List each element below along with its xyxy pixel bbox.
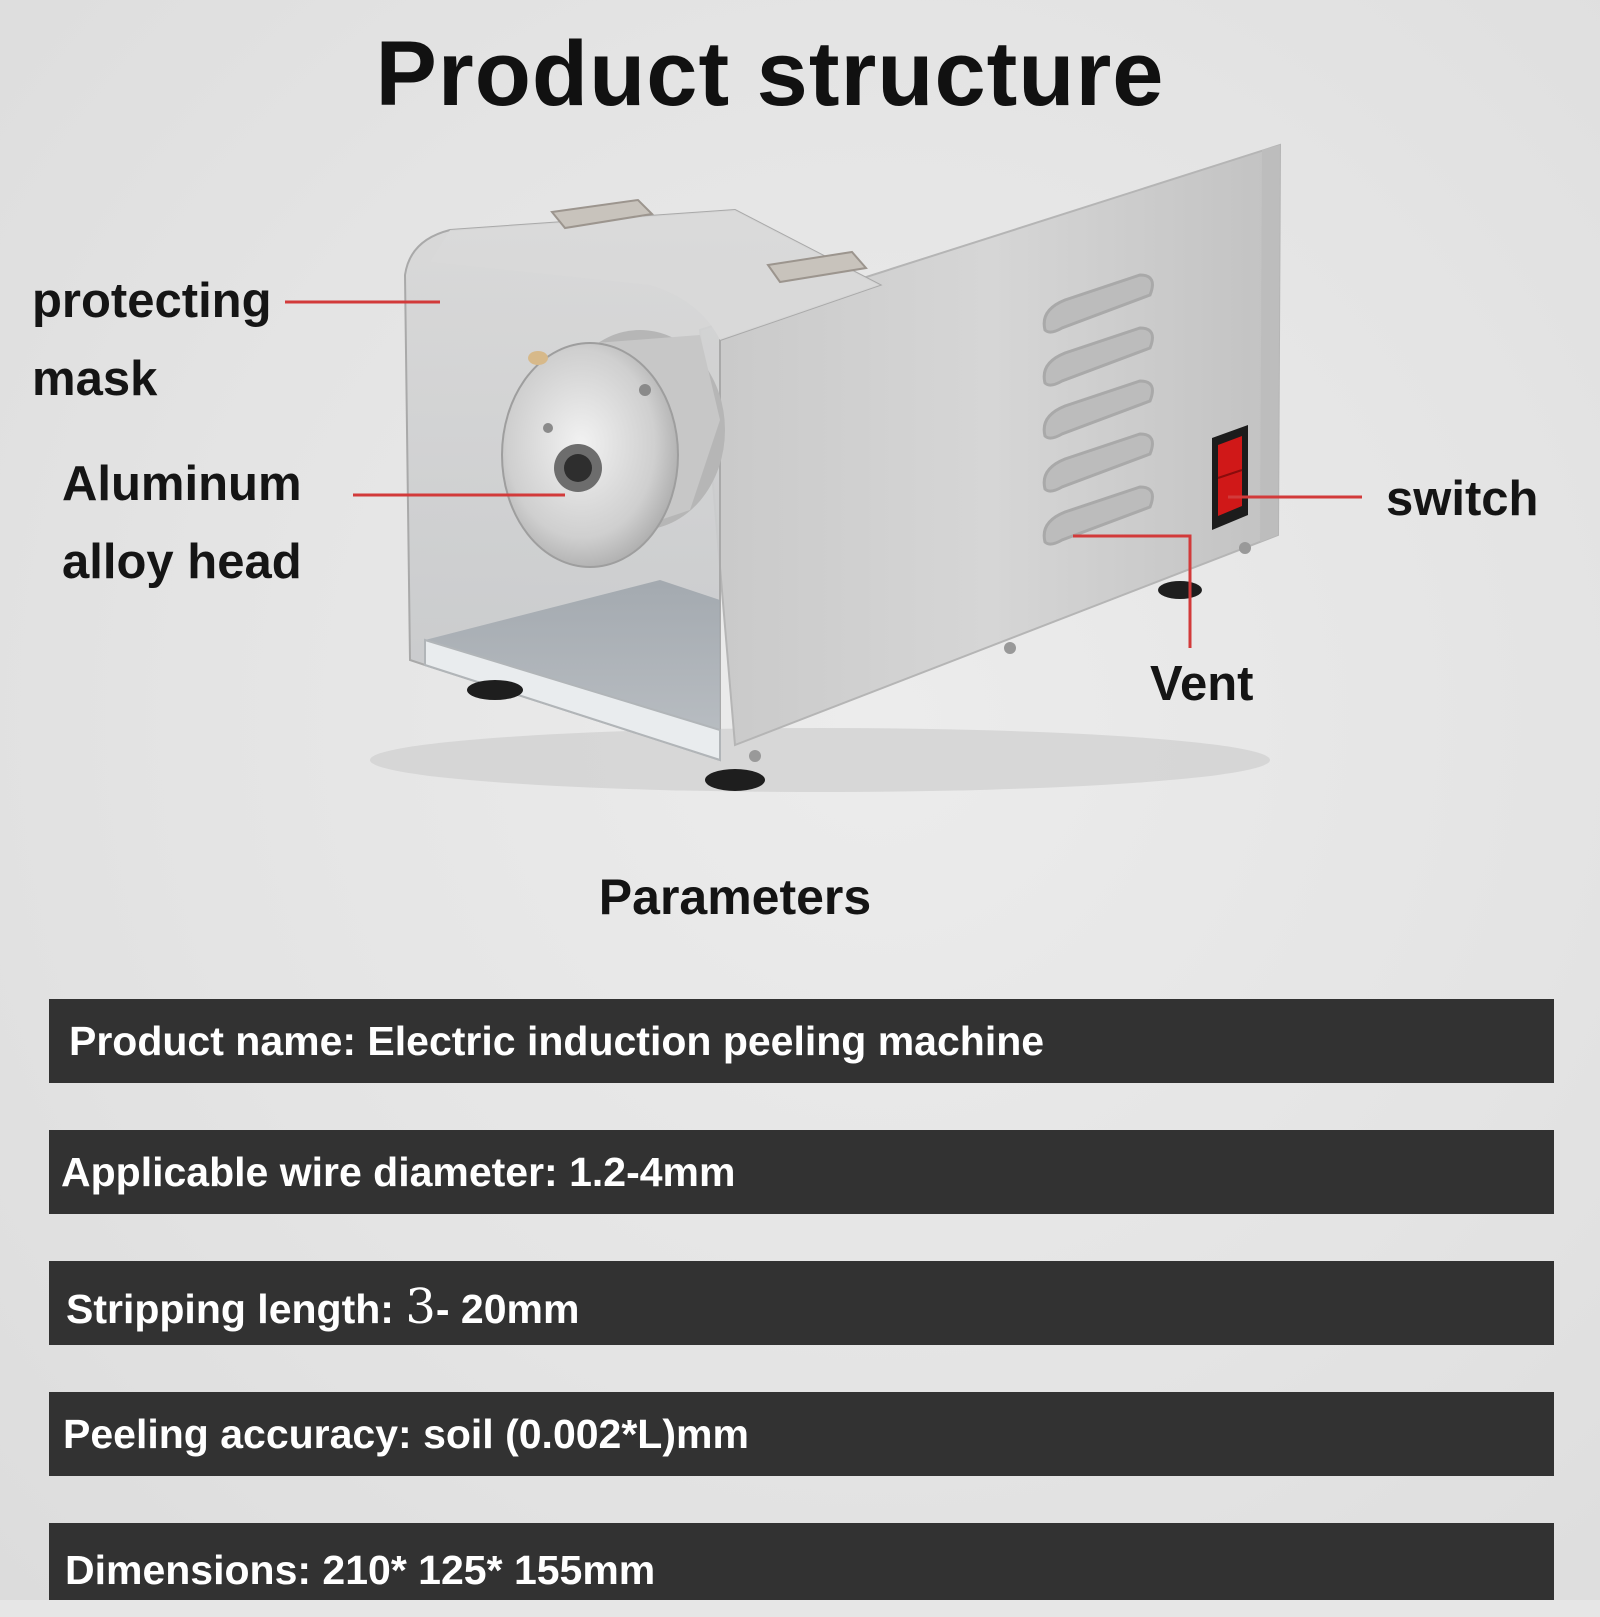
switch-graphic [1212,425,1248,530]
callout-aluminum-head-line1: Aluminum [62,457,302,511]
leader-lines [285,300,1362,648]
aluminum-head-graphic [501,330,725,568]
callout-switch: switch [1386,472,1539,526]
callout-vent: Vent [1150,657,1254,711]
param-stripping-length-suffix: - 20mm [435,1286,580,1332]
param-wire-diameter: Applicable wire diameter: 1.2-4mm [49,1130,1554,1214]
param-stripping-length: Stripping length: 3- 20mm [49,1261,1554,1345]
vent-slots [1042,273,1154,546]
page-title: Product structure [375,23,1165,125]
callout-protecting-mask: protecting mask [32,262,272,418]
callout-aluminum-head: Aluminum alloy head [62,445,302,601]
param-stripping-length-number: 3 [405,1279,436,1335]
param-stripping-length-prefix: Stripping length: [66,1286,406,1332]
param-dimensions: Dimensions: 210* 125* 155mm [49,1523,1554,1600]
parameters-heading: Parameters [598,869,872,925]
callout-aluminum-head-line2: alloy head [62,535,302,589]
callout-protecting-mask-line2: mask [32,352,158,406]
callout-protecting-mask-line1: protecting [32,274,272,328]
param-product-name: Product name: Electric induction peeling… [49,999,1554,1083]
param-peeling-accuracy: Peeling accuracy: soil (0.002*L)mm [49,1392,1554,1476]
machine-illustration [285,143,1362,792]
